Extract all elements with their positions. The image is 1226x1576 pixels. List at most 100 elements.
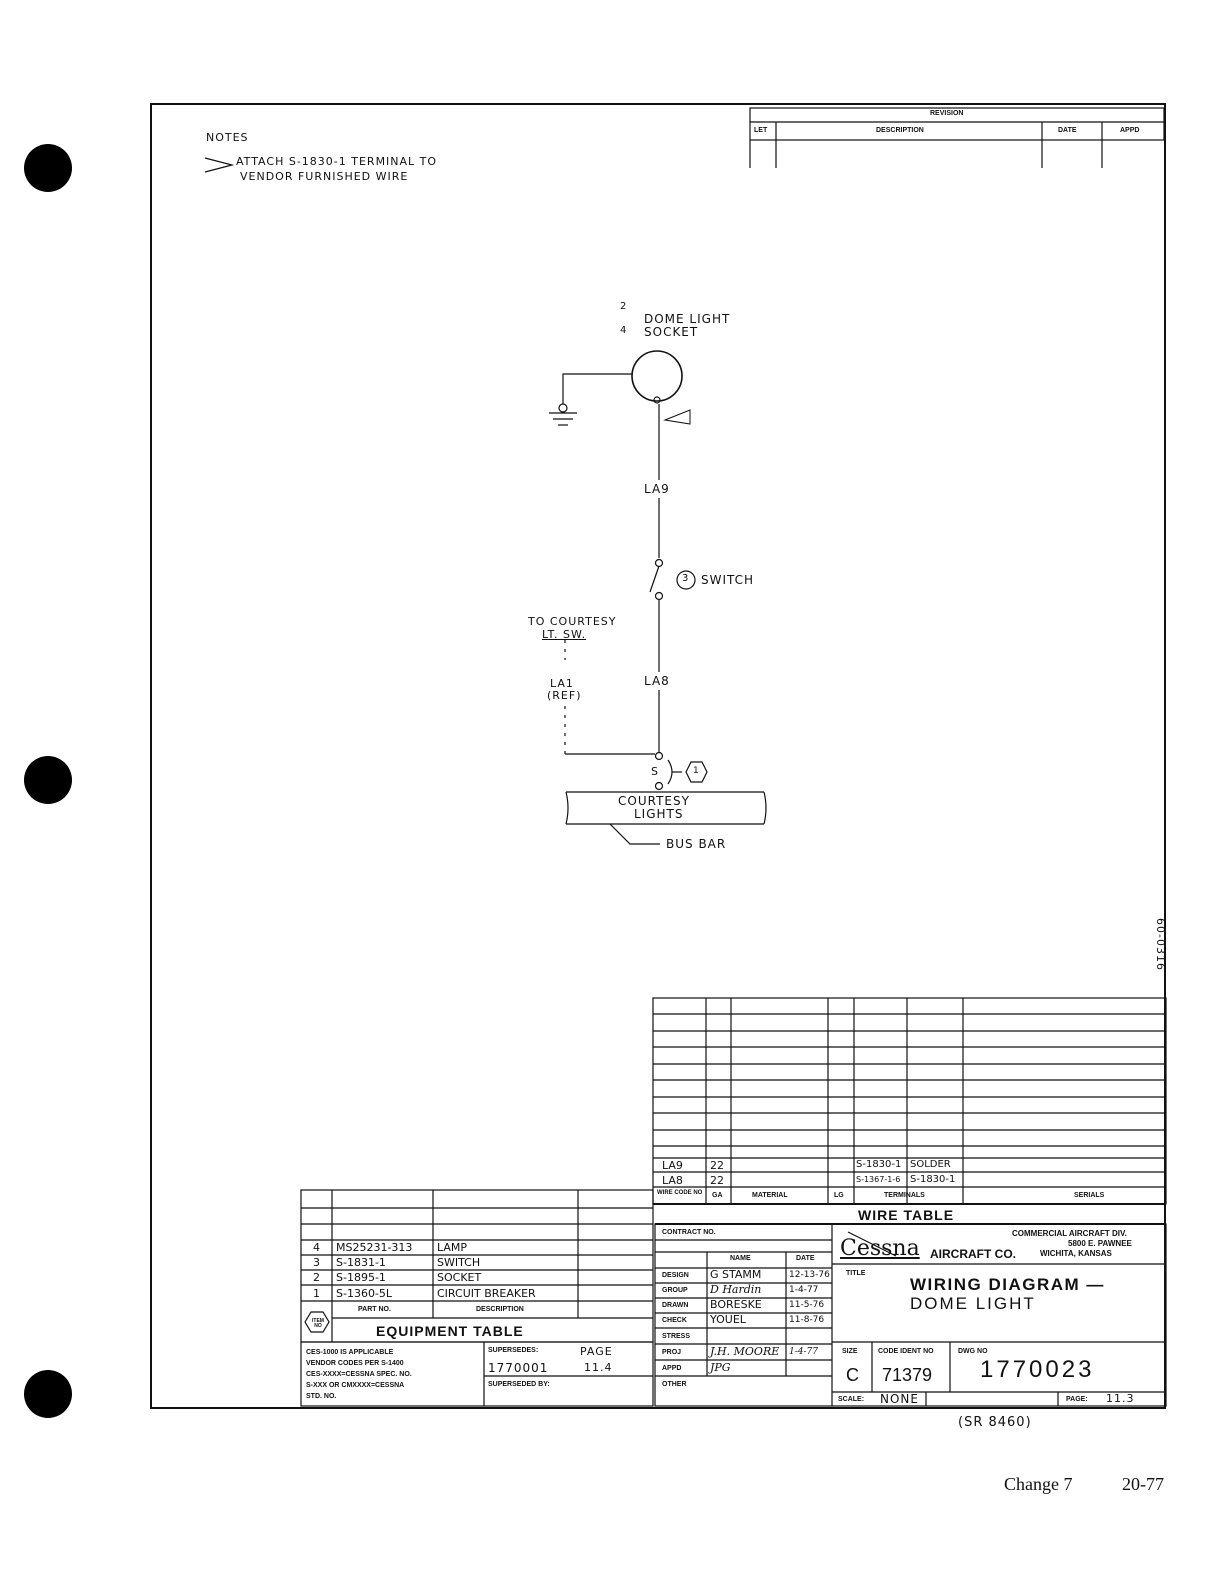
role-stress: STRESS (662, 1333, 691, 1340)
dwg-no-value: 1770023 (980, 1356, 1095, 1383)
size-label: SIZE (842, 1348, 858, 1355)
size-value: C (846, 1365, 859, 1385)
dome-light-socket-label: SOCKET (644, 325, 699, 339)
notes-heading: NOTES (206, 131, 249, 144)
division-line-2: 5800 E. PAWNEE (1068, 1239, 1132, 1248)
dwg-no-label: DWG NO (958, 1348, 988, 1355)
role-drawn: DRAWN (662, 1302, 689, 1309)
terminal-s-label: S (651, 765, 659, 778)
wire-row-1-terminal-2: SOLDER (910, 1159, 951, 1170)
equip-row-3-item: 2 (313, 1271, 320, 1284)
equip-row-4-item: 1 (313, 1287, 320, 1300)
equip-header-item: ITEM NO (312, 1318, 324, 1329)
role-design: DESIGN (662, 1272, 689, 1279)
drawing-sheet (150, 103, 1166, 1409)
wire-header-serials: SERIALS (1074, 1192, 1105, 1199)
equip-row-1-item: 4 (313, 1241, 320, 1254)
ces-note-line-5: STD. NO. (306, 1393, 337, 1400)
page-number: 20-77 (1122, 1474, 1164, 1494)
company-suffix: AIRCRAFT CO. (930, 1247, 1016, 1261)
note-line-1: ATTACH S-1830-1 TERMINAL TO (236, 155, 438, 168)
proj-name: J.H. MOORE (710, 1345, 780, 1358)
wire-label-la8: LA8 (644, 674, 670, 688)
role-appd: APPD (662, 1365, 682, 1372)
equip-row-3-desc: SOCKET (437, 1271, 482, 1284)
date-header: DATE (796, 1255, 815, 1262)
superseded-by-label: SUPERSEDED BY: (488, 1381, 550, 1388)
revision-col-appd: APPD (1120, 127, 1140, 134)
wire-row-1-terminal-1: S-1830-1 (856, 1159, 902, 1170)
wire-label-la1: LA1 (550, 677, 574, 690)
courtesy-switch-label-2: LT. SW. (542, 628, 587, 641)
role-group: GROUP (662, 1287, 688, 1294)
equip-row-2-item: 3 (313, 1256, 320, 1269)
courtesy-switch-label: TO COURTESY (528, 615, 617, 628)
drawing-title-line-1: WIRING DIAGRAM — (910, 1275, 1105, 1294)
ces-note-line-4: S-XXX OR CMXXXX=CESSNA (306, 1382, 405, 1389)
note-flag-number: 1 (693, 766, 700, 776)
equip-row-3-part: S-1895-1 (336, 1271, 386, 1284)
role-other: OTHER (662, 1381, 687, 1388)
wire-row-1-code: LA9 (662, 1159, 683, 1172)
wire-header-terminals: TERMINALS (884, 1192, 925, 1199)
dome-light-item-a: 2 (620, 301, 628, 312)
revision-col-description: DESCRIPTION (876, 127, 924, 134)
name-header: NAME (730, 1255, 751, 1262)
ces-note-line-3: CES-XXXX=CESSNA SPEC. NO. (306, 1371, 412, 1378)
proj-date: 1-4-77 (789, 1347, 818, 1357)
switch-label: SWITCH (701, 573, 755, 587)
page-label: PAGE: (1066, 1396, 1088, 1403)
equip-row-4-part: S-1360-5L (336, 1287, 393, 1300)
bus-courtesy-label: COURTESY (618, 794, 690, 808)
scale-value: NONE (880, 1392, 919, 1406)
wire-header-code: WIRE CODE NO (657, 1190, 703, 1196)
wire-row-2-ga: 22 (710, 1174, 724, 1187)
equip-header-part: PART NO. (358, 1306, 391, 1313)
revision-title: REVISION (930, 110, 964, 117)
wire-label-la1-ref: (REF) (547, 689, 582, 702)
check-name: YOUEL (710, 1313, 746, 1326)
group-date: 1-4-77 (789, 1285, 819, 1295)
wire-header-lg: LG (834, 1192, 844, 1199)
wire-row-2-terminal-2: S-1830-1 (910, 1174, 956, 1185)
role-proj: PROJ (662, 1349, 682, 1356)
design-date: 12-13-76 (789, 1270, 830, 1280)
bus-lights-label: LIGHTS (634, 807, 684, 821)
check-date: 11-8-76 (789, 1315, 825, 1325)
equip-header-description: DESCRIPTION (476, 1306, 524, 1313)
wire-row-1-ga: 22 (710, 1159, 724, 1172)
binder-hole-top (24, 144, 72, 192)
supersedes-page: 11.4 (584, 1361, 613, 1374)
supersedes-number: 1770001 (488, 1361, 549, 1375)
side-drawing-number: 60-0316 (1154, 918, 1167, 971)
note-line-2: VENDOR FURNISHED WIRE (240, 170, 409, 183)
equipment-table-title: EQUIPMENT TABLE (376, 1323, 524, 1339)
wire-label-la9: LA9 (644, 482, 670, 496)
role-check: CHECK (662, 1317, 687, 1324)
drawing-title-line-2: DOME LIGHT (910, 1294, 1036, 1313)
wire-header-ga: GA (712, 1192, 723, 1199)
division-line-1: COMMERCIAL AIRCRAFT DIV. (1012, 1229, 1127, 1238)
group-name: D Hardin (710, 1283, 762, 1296)
wire-header-material: MATERIAL (752, 1192, 788, 1199)
design-name: G STAMM (710, 1268, 762, 1281)
contract-no-label: CONTRACT NO. (662, 1229, 716, 1236)
drawn-date: 11-5-76 (789, 1300, 825, 1310)
wire-row-2-code: LA8 (662, 1174, 683, 1187)
supersedes-label: SUPERSEDES: (488, 1347, 539, 1354)
equip-row-4-desc: CIRCUIT BREAKER (437, 1287, 536, 1300)
equip-row-1-part: MS25231-313 (336, 1241, 413, 1254)
dome-light-item-b: 4 (620, 325, 628, 336)
change-number: Change 7 (1004, 1474, 1073, 1494)
drawn-name: BORESKE (710, 1298, 762, 1311)
dome-light-label: DOME LIGHT (644, 312, 731, 326)
binder-hole-bottom (24, 1370, 72, 1418)
division-line-3: WICHITA, KANSAS (1040, 1249, 1112, 1258)
cessna-logo: Cessna (840, 1236, 920, 1261)
title-label: TITLE (846, 1270, 866, 1277)
equip-row-2-part: S-1831-1 (336, 1256, 386, 1269)
equip-row-1-desc: LAMP (437, 1241, 468, 1254)
appd-initials: JPG (710, 1361, 731, 1374)
ces-note-line-1: CES-1000 IS APPLICABLE (306, 1349, 394, 1356)
